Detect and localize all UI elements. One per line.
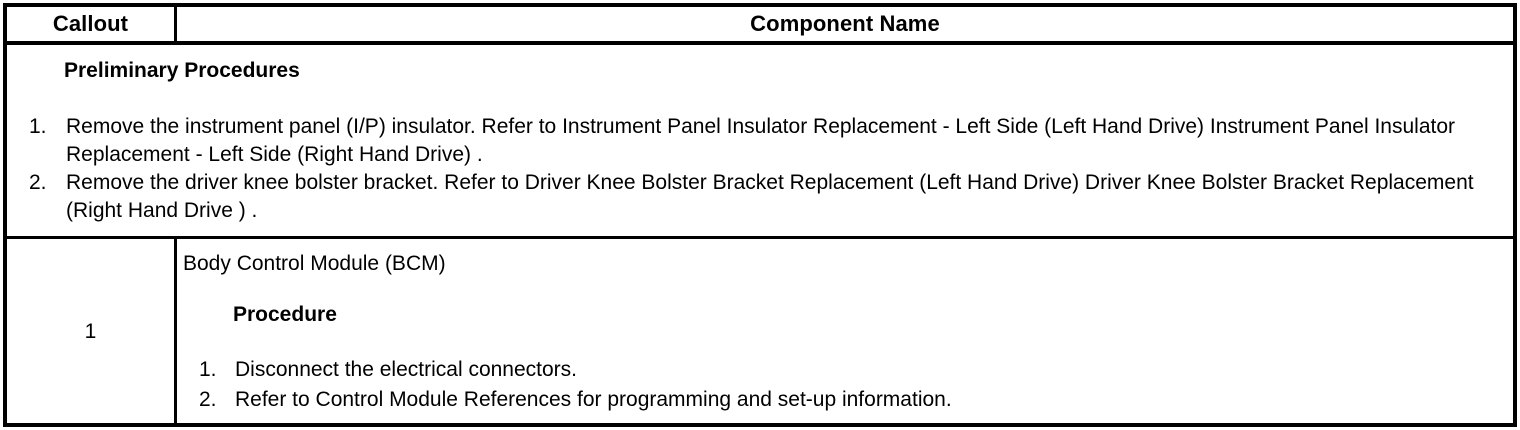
list-item-marker: 1. <box>29 115 47 138</box>
preliminary-procedures-list: 1. Remove the instrument panel (I/P) ins… <box>7 113 1505 225</box>
list-item-text: Disconnect the electrical connectors. <box>235 358 577 381</box>
list-item-marker: 1. <box>199 358 217 381</box>
procedure-steps-list: 1. Disconnect the electrical connectors.… <box>177 355 1505 415</box>
list-item-marker: 2. <box>29 171 47 194</box>
header-label-callout: Callout <box>52 11 129 36</box>
list-item-text: Remove the instrument panel (I/P) insula… <box>66 115 1456 166</box>
header-cell-callout: Callout <box>7 7 177 41</box>
table-header-row: Callout Component Name <box>7 7 1513 45</box>
header-cell-component-name: Component Name <box>177 7 1513 41</box>
list-item-marker: 2. <box>199 388 217 411</box>
list-item: 2. Refer to Control Module References fo… <box>177 385 1505 415</box>
list-item: 2. Remove the driver knee bolster bracke… <box>7 169 1505 225</box>
component-detail-cell: Body Control Module (BCM) Procedure 1. D… <box>177 239 1513 423</box>
component-callout-table: Callout Component Name Preliminary Proce… <box>3 3 1517 427</box>
header-label-component-name: Component Name <box>750 11 940 36</box>
preliminary-procedures-title: Preliminary Procedures <box>64 59 300 82</box>
table-row: 1 Body Control Module (BCM) Procedure 1.… <box>7 239 1513 423</box>
list-item: 1. Disconnect the electrical connectors. <box>177 355 1505 385</box>
procedure-title: Procedure <box>233 303 337 326</box>
callout-number-cell: 1 <box>7 239 177 423</box>
component-name-text: Body Control Module (BCM) <box>183 252 446 275</box>
preliminary-procedures-row: Preliminary Procedures 1. Remove the ins… <box>7 45 1513 239</box>
list-item-text: Remove the driver knee bolster bracket. … <box>66 171 1474 222</box>
callout-number: 1 <box>84 319 97 343</box>
list-item: 1. Remove the instrument panel (I/P) ins… <box>7 113 1505 169</box>
list-item-text: Refer to Control Module References for p… <box>235 388 952 411</box>
